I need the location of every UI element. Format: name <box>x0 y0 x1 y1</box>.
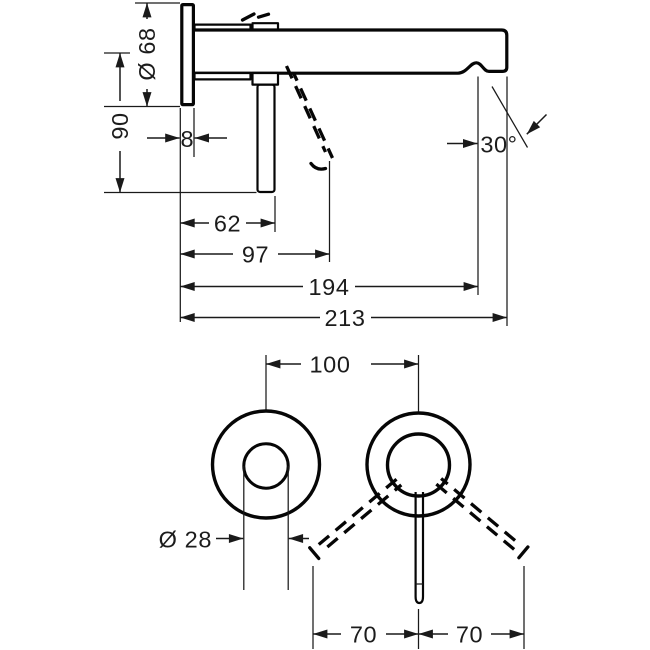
dim-escutcheon-depth: 8 <box>147 126 227 152</box>
dim-height-label: 90 <box>107 112 133 139</box>
dim-97-label: 97 <box>242 242 269 268</box>
dim-escutcheon-diameter: Ø 68 <box>134 2 160 107</box>
front-view: 100 Ø 28 70 70 <box>159 352 530 649</box>
dim-wall-to-lever-open: 97 <box>180 242 330 268</box>
dim-100-label: 100 <box>309 352 350 378</box>
side-view: Ø 68 90 8 62 97 194 <box>104 2 548 331</box>
side-extension-lines <box>104 2 508 326</box>
dim-wall-to-aerator: 194 <box>180 274 479 300</box>
lever-open-position-dashed <box>240 12 334 171</box>
lever-handle-side <box>256 83 276 194</box>
dim-spray-angle-label: 30° <box>480 132 517 158</box>
dim-194-label: 194 <box>308 274 349 300</box>
dim-70-left-label: 70 <box>350 622 377 648</box>
lever-swing-right-dashed <box>435 477 530 560</box>
wall-escutcheon-plate <box>180 2 196 107</box>
dim-spout-reach: 213 <box>180 305 508 331</box>
dim-swing-left: 70 <box>312 622 419 648</box>
handle-sleeve-circle <box>385 432 452 498</box>
handle-escutcheon-outer <box>365 411 472 518</box>
dim-213-label: 213 <box>324 305 365 331</box>
handle-hub-bottom <box>251 71 280 86</box>
lever-handle-front <box>414 492 425 605</box>
dim-spout-diameter: Ø 28 <box>159 527 309 553</box>
stream-angle-line <box>491 86 529 148</box>
dim-swing-right: 70 <box>418 622 525 648</box>
spout-escutcheon-outer <box>210 409 322 520</box>
dim-hole-distance: 100 <box>265 352 419 378</box>
dim-wall-to-lever: 62 <box>180 211 276 237</box>
spout-side-profile <box>194 28 509 75</box>
spout-collar-bottom <box>193 71 252 81</box>
lever-swing-left-dashed <box>308 477 403 561</box>
dim-escutcheon-diameter-label: Ø 68 <box>134 27 160 80</box>
dim-62-label: 62 <box>214 211 241 237</box>
dim-spout-diameter-label: Ø 28 <box>159 527 212 553</box>
dim-spray-angle: 30° <box>447 113 548 158</box>
dim-70-right-label: 70 <box>456 622 483 648</box>
dim-height-to-lever-tip: 90 <box>107 52 133 193</box>
spout-outlet-circle <box>242 442 290 490</box>
dim-escutcheon-depth-label: 8 <box>180 126 194 152</box>
